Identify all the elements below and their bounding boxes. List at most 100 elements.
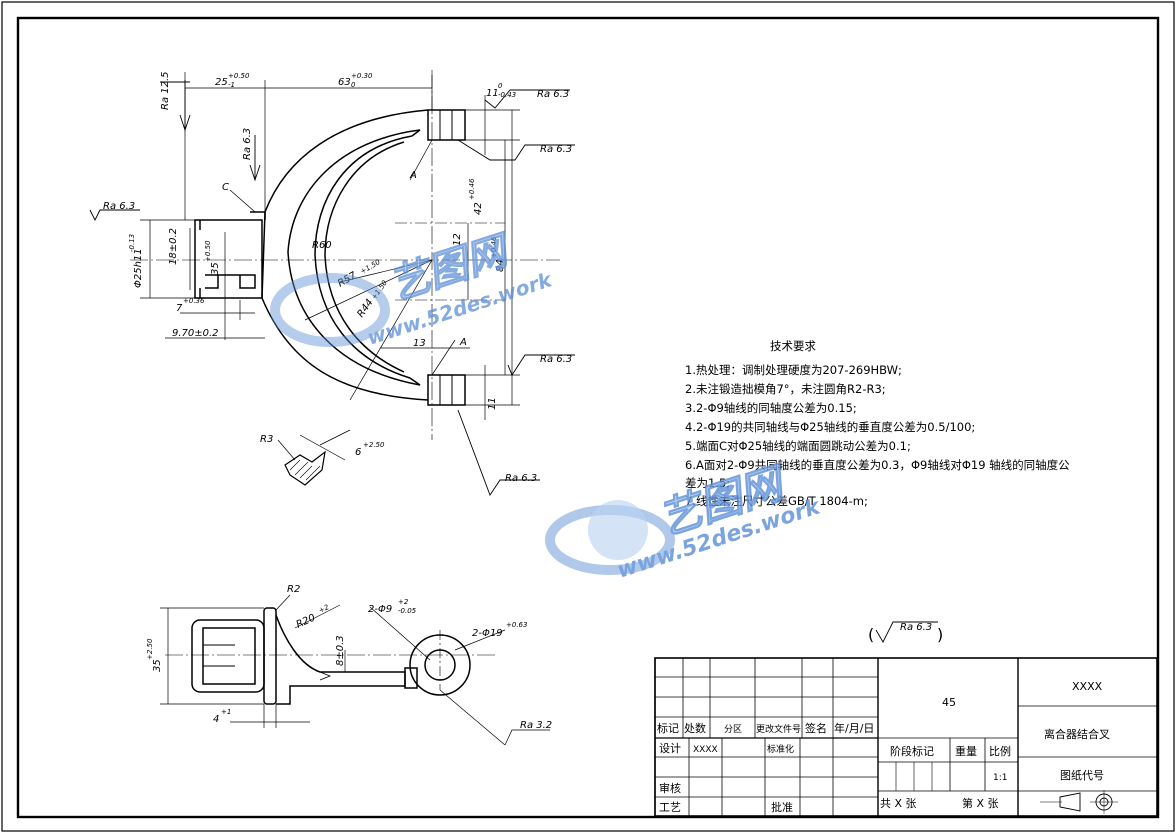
dim-r3: R3 xyxy=(260,434,273,445)
scale-value: 1:1 xyxy=(993,773,1007,783)
svg-text:+1: +1 xyxy=(221,708,231,716)
dim-11-top: 11 xyxy=(486,88,499,99)
svg-text:+2: +2 xyxy=(398,598,409,606)
requirement-1: 1.热处理：调制处理硬度为207-269HBW; xyxy=(685,363,902,377)
label-scale: 比例 xyxy=(989,744,1011,758)
dim-13: 13 xyxy=(413,338,426,349)
ra-6-3-jaw: Ra 6.3 xyxy=(540,144,572,155)
dim-r2: R2 xyxy=(287,584,300,595)
svg-text:-1: -1 xyxy=(228,81,235,89)
svg-text:): ) xyxy=(937,625,943,644)
general-roughness-label: Ra 6.3 xyxy=(900,622,932,633)
svg-text:(: ( xyxy=(868,625,874,644)
svg-text:+2.50: +2.50 xyxy=(146,638,154,660)
title-block xyxy=(654,657,1158,817)
part-name: 离合器结合叉 xyxy=(1044,727,1110,741)
requirements-title: 技术要求 xyxy=(770,339,816,353)
svg-text:0: 0 xyxy=(351,81,356,89)
svg-text:+0.36: +0.36 xyxy=(183,297,205,305)
detail-view-text: R3 6 +2.50 xyxy=(260,434,385,458)
svg-text:+0.30: +0.30 xyxy=(351,72,373,80)
label-signature: 签名 xyxy=(805,721,827,735)
dim-18: 18±0.2 xyxy=(168,228,179,265)
dim-2-phi19: 2-Φ19 xyxy=(472,628,503,639)
label-count: 处数 xyxy=(684,722,706,735)
bottom-view xyxy=(165,607,495,705)
surface-c-label: C xyxy=(222,182,229,193)
label-date: 年/月/日 xyxy=(834,721,874,735)
roughness-symbols xyxy=(89,80,575,496)
main-view-dimensions xyxy=(140,72,520,420)
label-zone: 分区 xyxy=(724,724,742,735)
dim-12: 12 xyxy=(452,233,463,246)
svg-text:-0.43: -0.43 xyxy=(498,91,516,99)
requirement-3: 3.2-Φ9轴线的同轴度公差为0.15; xyxy=(685,401,857,415)
requirement-4: 4.2-Φ19的共同轴线与Φ25轴线的垂直度公差为0.5/100; xyxy=(685,420,975,434)
dim-84: 84 xyxy=(495,259,506,272)
dim-35-bottom: 35 xyxy=(152,659,163,672)
svg-text:-0.05: -0.05 xyxy=(398,607,417,615)
ra-12-5-label: Ra 12.5 xyxy=(160,71,171,110)
dim-r60: R60 xyxy=(312,240,332,251)
dim-8: 8±0.3 xyxy=(335,635,346,666)
dim-2-phi9: 2-Φ9 xyxy=(368,604,392,615)
dim-9-70: 9.70±0.2 xyxy=(172,328,219,339)
dim-63: 63 xyxy=(338,77,351,88)
dim-r44: R44 xyxy=(355,297,375,319)
ra-6-3-lower: Ra 6.3 xyxy=(505,473,537,484)
dim-6: 6 xyxy=(355,447,361,458)
ra-6-3-bottom: Ra 6.3 xyxy=(540,354,572,365)
label-total-sheets: 共 X 张 xyxy=(880,797,917,810)
label-change-doc: 更改文件号 xyxy=(756,723,801,735)
dim-35: 35 xyxy=(210,262,221,275)
label-weight: 重量 xyxy=(955,744,977,758)
requirement-6-cont: 差为1.5; xyxy=(685,476,730,490)
dim-7: 7 xyxy=(176,303,183,314)
requirement-7: 7.线性未注尺寸公差GB/T 1804-m; xyxy=(685,494,868,508)
label-approve: 批准 xyxy=(771,800,793,814)
svg-text:+0.50: +0.50 xyxy=(204,240,212,262)
requirement-5: 5.端面C对Φ25轴线的端面圆跳动公差为0.1; xyxy=(685,439,911,453)
ra-6-3-c: Ra 6.3 xyxy=(242,128,253,160)
svg-text:0: 0 xyxy=(498,82,503,90)
label-process: 工艺 xyxy=(659,801,681,814)
inner-frame xyxy=(16,16,1160,819)
designer-value: XXXX xyxy=(693,745,718,755)
ra-6-3-top: Ra 6.3 xyxy=(537,89,569,100)
detail-view xyxy=(277,429,351,486)
dim-phi25: Φ25h11 xyxy=(133,248,144,288)
svg-text:+2.50: +2.50 xyxy=(363,441,385,449)
svg-text:+0.63: +0.63 xyxy=(506,621,527,629)
dim-25: 25 xyxy=(215,77,228,88)
requirement-6: 6.A面对2-Φ9共同轴线的垂直度公差为0.3，Φ9轴线对Φ19 轴线的同轴度公 xyxy=(685,458,1070,472)
label-design: 设计 xyxy=(659,742,681,755)
dim-42: 42 xyxy=(473,202,484,215)
svg-text:+2: +2 xyxy=(317,603,330,615)
code-top-value: XXXX xyxy=(1072,680,1103,693)
material-value: 45 xyxy=(942,696,956,709)
general-roughness: ( Ra 6.3 ) xyxy=(868,621,943,644)
label-review: 审核 xyxy=(659,781,681,795)
bottom-view-dimensions xyxy=(160,594,550,746)
svg-text:+0.46: +0.46 xyxy=(490,236,498,258)
surface-a-bottom-label: A xyxy=(459,337,467,348)
label-stage: 阶段标记 xyxy=(890,744,934,758)
main-view-dim-text: Ra 12.5 25 +0.50 -1 63 +0.30 0 11 0 -0.4… xyxy=(103,71,572,484)
dim-r20: R20 xyxy=(295,612,317,630)
label-mark: 标记 xyxy=(657,721,679,735)
dim-11-bottom: 11 xyxy=(487,397,498,410)
ra-3-2-label: Ra 3.2 xyxy=(520,720,552,731)
svg-text:-0.13: -0.13 xyxy=(128,234,136,252)
bottom-view-text: R2 R20 +2 2-Φ9 +2 -0.05 2-Φ19 +0.63 8±0.… xyxy=(146,584,552,731)
label-standardize: 标准化 xyxy=(767,743,794,755)
requirement-2: 2.未注锻造拙模角7°，未注圆角R2-R3; xyxy=(685,382,886,396)
svg-text:+0.46: +0.46 xyxy=(468,178,476,200)
title-block-text: 45 XXXX 离合器结合叉 图纸代号 标记 处数 分区 更改文件号 签名 年/… xyxy=(657,680,1110,814)
dim-4: 4 xyxy=(213,714,219,725)
svg-text:+0.50: +0.50 xyxy=(228,72,250,80)
technical-requirements: 技术要求 1.热处理：调制处理硬度为207-269HBW; 2.未注锻造拙模角7… xyxy=(685,339,1070,508)
ra-6-3-left: Ra 6.3 xyxy=(103,201,135,212)
drawing-code-label: 图纸代号 xyxy=(1060,769,1104,782)
